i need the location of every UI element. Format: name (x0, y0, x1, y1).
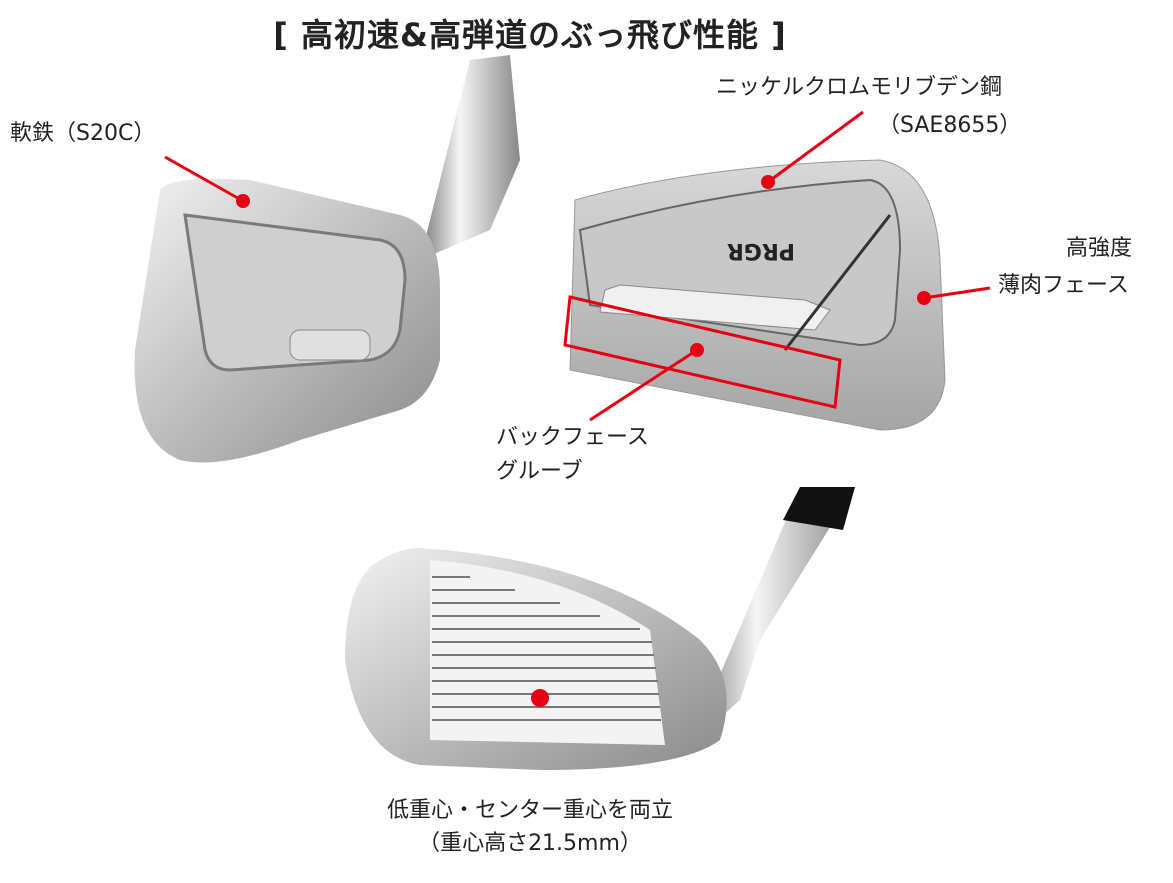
back-face-groove-highlight (563, 295, 842, 409)
face-label-line2: 薄肉フェース (998, 273, 1129, 298)
prgr-logo: PRGR (727, 238, 795, 263)
nickel-callout-dot (761, 175, 775, 189)
face-grooves (432, 576, 661, 721)
face-callout-line (923, 286, 991, 300)
groove-callout-dot (690, 343, 704, 357)
cg-label-line1: 低重心・センター重心を両立 (386, 798, 673, 823)
nickel-callout-line (767, 110, 864, 184)
cavity-back-club (134, 55, 520, 463)
center-of-gravity-dot (531, 689, 549, 707)
groove-label-line1: バックフェース (496, 425, 649, 450)
groove-callout-line (589, 348, 698, 422)
soft-iron-callout-line (164, 155, 244, 203)
soft-iron-label: 軟鉄（S20C） (10, 121, 156, 146)
blade-back-club: PRGR (563, 159, 946, 431)
groove-label-line2: グルーブ (496, 459, 583, 484)
cg-label-line2: （重心高さ21.5mm） (418, 831, 642, 856)
page-title: [ 高初速&高弾道のぶっ飛び性能 ] (273, 16, 787, 54)
iron-face-club (345, 487, 855, 770)
face-callout-dot (917, 291, 931, 305)
face-label-line1: 高強度 (1066, 236, 1133, 261)
nickel-label-line2: （SAE8655） (878, 113, 1022, 138)
nickel-label-line1: ニッケルクロムモリブデン鋼 (716, 75, 1003, 100)
soft-iron-callout-dot (236, 194, 250, 208)
